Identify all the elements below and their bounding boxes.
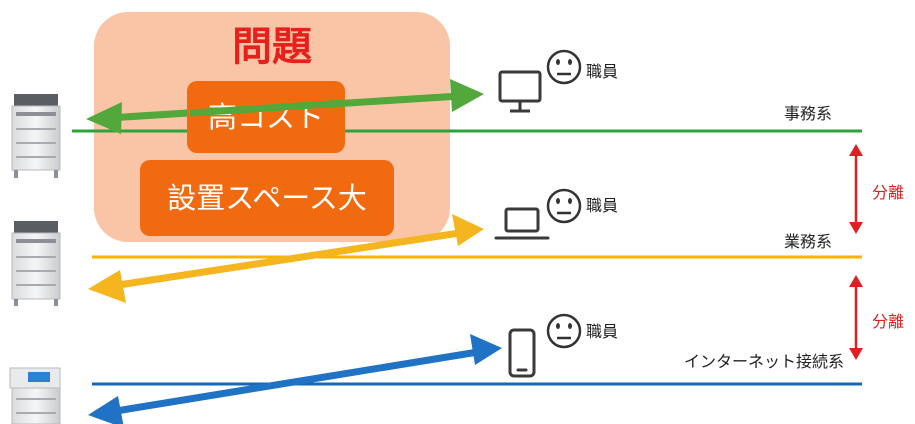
smartphone-icon xyxy=(508,328,536,378)
neutral-face-icon xyxy=(546,313,582,349)
neutral-face-icon xyxy=(546,49,582,85)
staff-label: 職員 xyxy=(586,322,619,341)
staff-label: 職員 xyxy=(586,62,619,81)
printer-icon xyxy=(11,221,61,306)
issue-large-space: 設置スペース大 xyxy=(140,160,394,236)
office-network-label: 事務系 xyxy=(784,104,833,123)
separation-arrow xyxy=(849,144,863,234)
problem-title: 問題 xyxy=(232,24,312,70)
desktop-monitor-icon xyxy=(498,70,542,113)
internet-network-label: インターネット接続系 xyxy=(684,352,845,371)
printer-icon xyxy=(9,367,61,424)
staff-label: 職員 xyxy=(586,196,619,215)
neutral-face-icon xyxy=(546,188,582,224)
separation-label: 分離 xyxy=(872,312,905,331)
printer-icon xyxy=(11,94,61,178)
separation-arrow xyxy=(849,275,863,360)
separation-label: 分離 xyxy=(872,183,905,202)
business-double-arrow xyxy=(88,214,484,303)
laptop-icon xyxy=(494,207,550,240)
issue-high-cost: 高コスト xyxy=(187,81,345,153)
business-network-label: 業務系 xyxy=(784,232,833,251)
internet-double-arrow xyxy=(88,334,502,424)
